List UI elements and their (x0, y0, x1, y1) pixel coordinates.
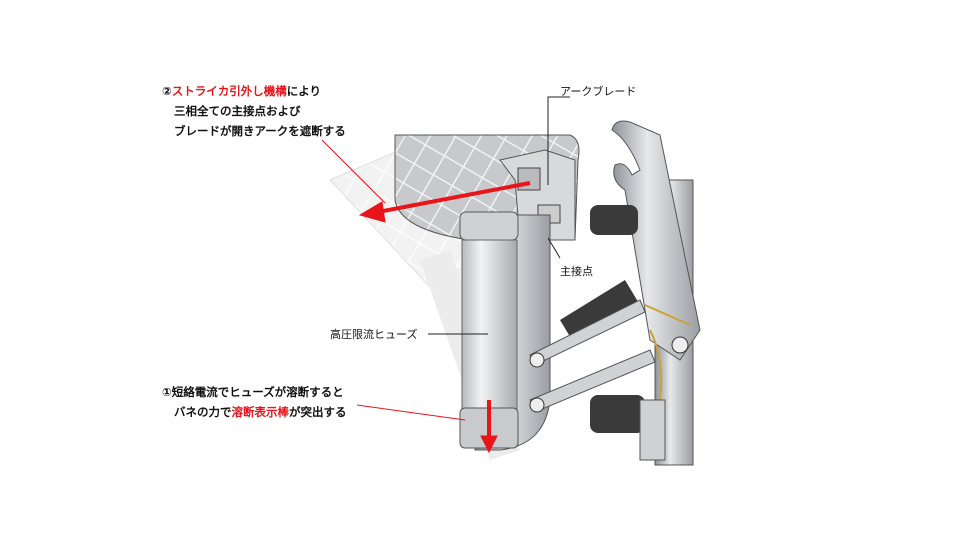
fuse-housing (459, 211, 551, 451)
blade-open-arrow (377, 181, 531, 214)
trip-mechanism (529, 120, 701, 466)
striker-leader (321, 139, 386, 204)
blade-open-arrowhead (358, 201, 386, 223)
annotation-fuse-blow: ①短絡電流でヒューズが溶断すると バネの力で溶断表示棒が突出する (162, 382, 347, 422)
text: により (286, 84, 322, 98)
main-contact-leader (547, 237, 561, 259)
text: 短絡電流でヒューズが溶断すると (171, 385, 344, 399)
text: バネの力で (174, 405, 232, 419)
text: 三相全ての主接点および (174, 104, 301, 118)
arc-blade-leader (547, 96, 570, 185)
step-number: ① (162, 385, 172, 399)
label-main-contact: 主接点 (560, 265, 593, 278)
label-fuse: 高圧限流ヒューズ (330, 328, 418, 341)
indicator-arrowhead (480, 435, 498, 454)
text: ブレードが開きアークを遮断する (174, 124, 346, 138)
highlight-text: ストライカ引外し機構 (171, 84, 287, 98)
label-arc-blade: アークブレード (560, 85, 637, 98)
step-number: ② (162, 84, 172, 98)
annotation-striker: ②ストライカ引外し機構により 三相全ての主接点および ブレードが開きアークを遮断… (162, 81, 346, 141)
highlight-text: 溶断表示棒 (231, 405, 290, 419)
indicator-leader (356, 404, 466, 421)
text: が突出する (289, 405, 347, 419)
